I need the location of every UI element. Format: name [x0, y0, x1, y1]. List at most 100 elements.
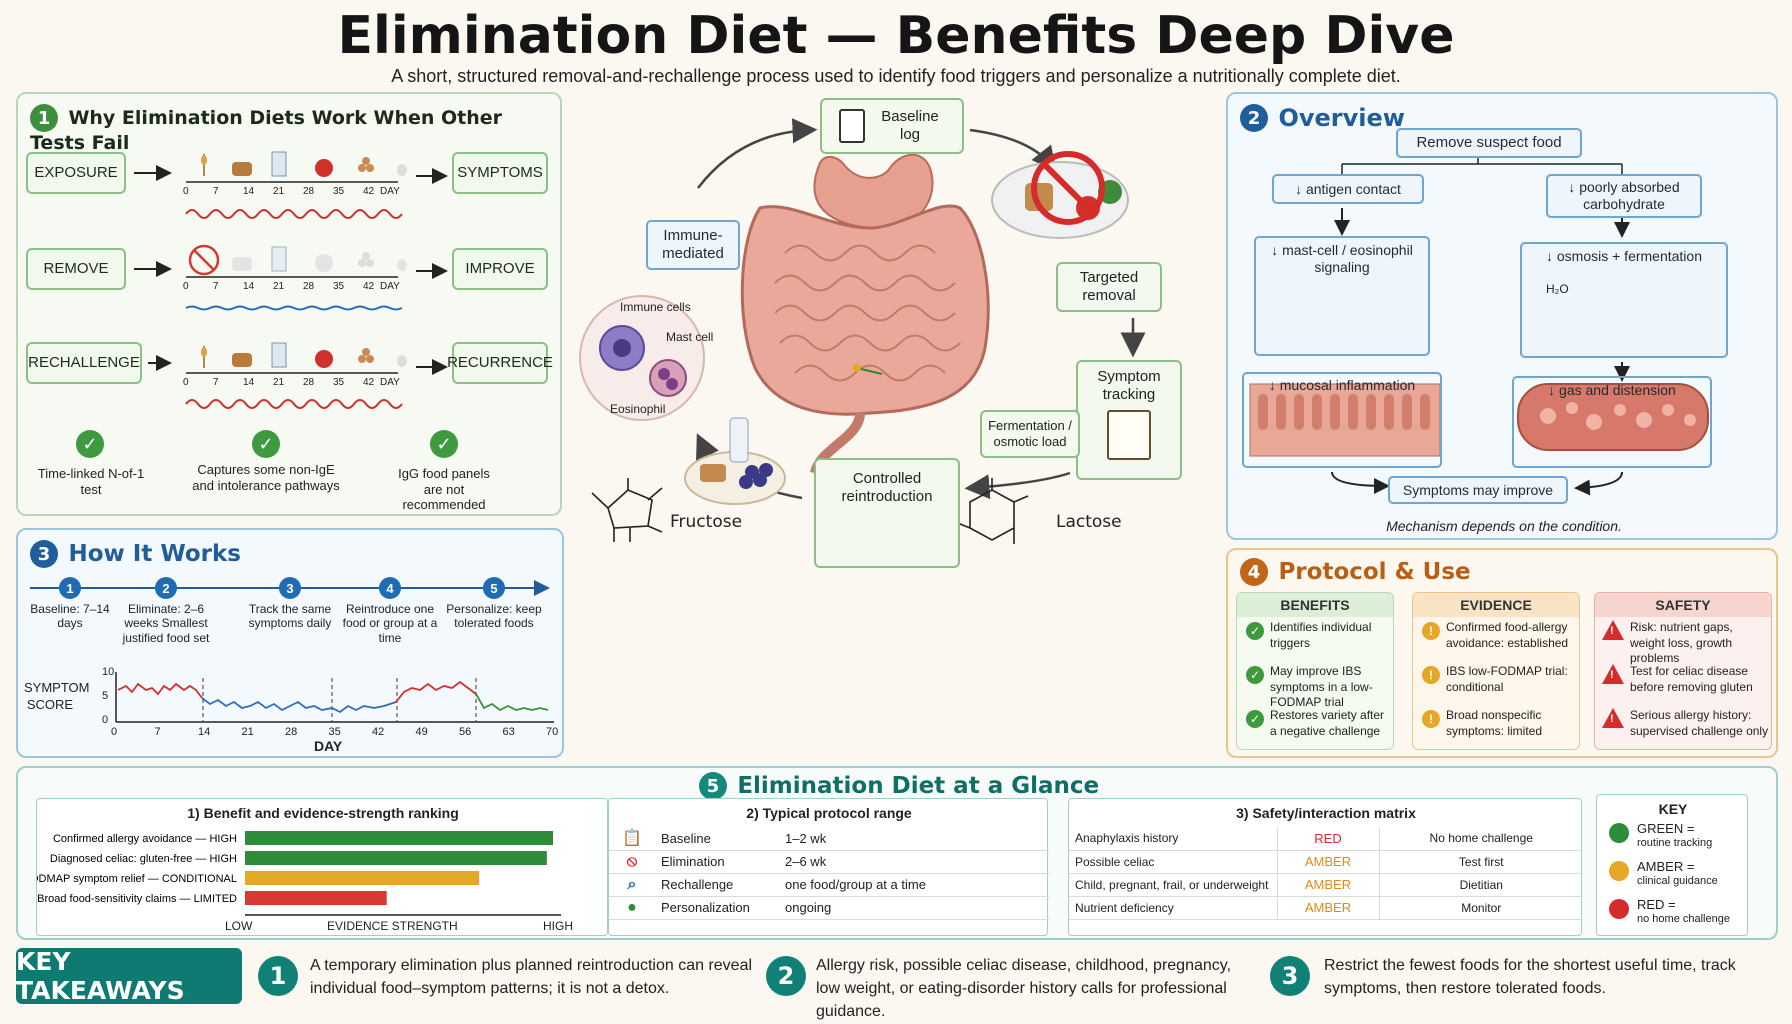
section-how-title: How It Works [68, 541, 241, 567]
food-icons-remove [188, 244, 407, 276]
step-number-badge: 4 [379, 577, 401, 599]
info-icon: ! [1422, 710, 1440, 728]
section-number-badge: 4 [1240, 558, 1268, 586]
evidence-item: IBS low-FODMAP trial: conditional [1446, 664, 1568, 694]
ranking-label: Confirmed allergy avoidance — HIGH [53, 833, 237, 845]
symptom-score-axis-label: SYMPTOM SCORE [24, 680, 90, 712]
warning-icon: ! [1602, 708, 1624, 728]
key-label: AMBER = [1637, 859, 1695, 874]
section-glance-panel: 5 Elimination Diet at a Glance 1) Benefi… [16, 766, 1778, 940]
exposure-box: EXPOSURE [26, 152, 126, 194]
protocol-icon-cell: 📋 [609, 827, 655, 851]
section-overview-header: 2 Overview [1240, 104, 1405, 132]
timeline-tick: 14 [243, 186, 255, 197]
fructose-structure [591, 478, 663, 542]
mast-cell-signaling-box: ↓ mast-cell / eosinophil signaling [1254, 236, 1430, 356]
section-protocol-header: 4 Protocol & Use [1240, 558, 1471, 586]
timeline-tick: 35 [333, 281, 345, 292]
cycle-diagram: . [579, 118, 1146, 544]
timeline-tick: 0 [183, 281, 189, 292]
check-icon: ✓ [252, 430, 280, 458]
symptom-tracking-box: Symptom tracking [1076, 360, 1182, 480]
baseline-log-label: Baseline log [881, 108, 939, 143]
safety-matrix-box: 3) Safety/interaction matrix Anaphylaxis… [1068, 798, 1583, 936]
step-number-badge: 5 [483, 577, 505, 599]
magnifier-icon: ⌕ [627, 875, 637, 893]
ranking-bar [245, 831, 553, 845]
key-desc: routine tracking [1637, 837, 1713, 849]
info-icon: ! [1422, 622, 1440, 640]
safety-action: Dietitian [1379, 873, 1583, 897]
safety-level: AMBER [1276, 896, 1380, 920]
protocol-duration: 1–2 wk [779, 827, 1049, 851]
fermentation-osmotic-label: Fermentation / osmotic load [980, 410, 1080, 458]
safety-condition: Possible celiac [1069, 850, 1277, 874]
step-text: Eliminate: 2–6 weeks Smallest justified … [122, 602, 210, 645]
key-desc: no home challenge [1637, 913, 1730, 925]
warning-icon: ! [1602, 620, 1624, 640]
day-tick: 56 [459, 726, 472, 738]
section-why-title: Why Elimination Diets Work When Other Te… [30, 107, 503, 154]
prohibited-icon: ⦸ [626, 852, 638, 870]
safety-condition: Anaphylaxis history [1069, 827, 1277, 851]
ranking-label: IBS low-FODMAP symptom relief — CONDITIO… [37, 873, 237, 885]
axis-mid-label: EVIDENCE STRENGTH [327, 919, 458, 933]
step-text: Personalize: keep tolerated foods [446, 602, 542, 631]
safety-matrix-title: 3) Safety/interaction matrix [1236, 805, 1416, 821]
ranking-chart-box: 1) Benefit and evidence-strength ranking… [36, 798, 608, 936]
food-icons-exposure [201, 151, 407, 177]
timeline-tick: 42 [363, 281, 375, 292]
section-why-header: 1 Why Elimination Diets Work When Other … [30, 104, 560, 154]
section-number-badge: 1 [30, 104, 58, 132]
immune-cells-label: Immune cells [620, 300, 691, 314]
timeline-tick: 42 [363, 186, 375, 197]
rechallenge-box: RECHALLENGE [26, 342, 142, 384]
score-tick: 10 [102, 666, 115, 678]
day-tick: 49 [415, 726, 428, 738]
symptoms-may-improve-box: Symptoms may improve [1388, 476, 1568, 504]
timeline-unit: DAY [380, 377, 400, 388]
intestine-illustration [740, 204, 990, 416]
step-number-badge: 1 [59, 577, 81, 599]
fructose-label: Fructose [670, 512, 743, 532]
timeline-tick: 35 [333, 186, 345, 197]
benefits-header: BENEFITS [1237, 593, 1393, 617]
protocol-stage: Baseline [655, 827, 779, 851]
osmosis-fermentation-box: ↓ osmosis + fermentation [1520, 242, 1728, 358]
ranking-bar [245, 871, 480, 885]
ranking-bar [245, 851, 547, 865]
eosinophil-label: Eosinophil [610, 402, 666, 416]
timeline-unit: DAY [380, 281, 400, 292]
protocol-icon-cell: ● [609, 896, 655, 920]
plate-illustration [991, 161, 1129, 239]
takeaway-text-3: Restrict the fewest foods for the shorte… [1324, 957, 1736, 998]
stomach-illustration [813, 153, 934, 230]
axis-low-label: LOW [225, 919, 253, 933]
step-text: Reintroduce one food or group at a time [342, 602, 438, 645]
section-why-panel: 1 Why Elimination Diets Work When Other … [16, 92, 562, 516]
protocol-duration: ongoing [779, 896, 1049, 920]
safety-item: Risk: nutrient gaps, weight loss, growth… [1630, 620, 1733, 666]
day-axis-label: DAY [314, 738, 343, 754]
page-subtitle: A short, structured removal-and-rechalle… [391, 66, 1401, 86]
timeline-tick: 21 [273, 186, 285, 197]
key-color-dot [1609, 823, 1629, 843]
symptom-wave-remove [185, 305, 403, 311]
key-color-dot [1609, 861, 1629, 881]
timeline-tick: 0 [183, 377, 189, 388]
warning-icon: ! [1602, 664, 1624, 684]
safety-action: No home challenge [1379, 827, 1583, 851]
section-how-header: 3 How It Works [30, 540, 241, 568]
clipboard-icon: 📋 [622, 830, 642, 848]
section-number-badge: 2 [1240, 104, 1268, 132]
benefit-item: May improve IBS symptoms in a low-FODMAP… [1270, 664, 1373, 710]
timeline-tick: 7 [213, 281, 219, 292]
day-tick: 70 [546, 726, 559, 738]
safety-action: Monitor [1379, 896, 1583, 920]
ranking-bar [245, 891, 387, 905]
